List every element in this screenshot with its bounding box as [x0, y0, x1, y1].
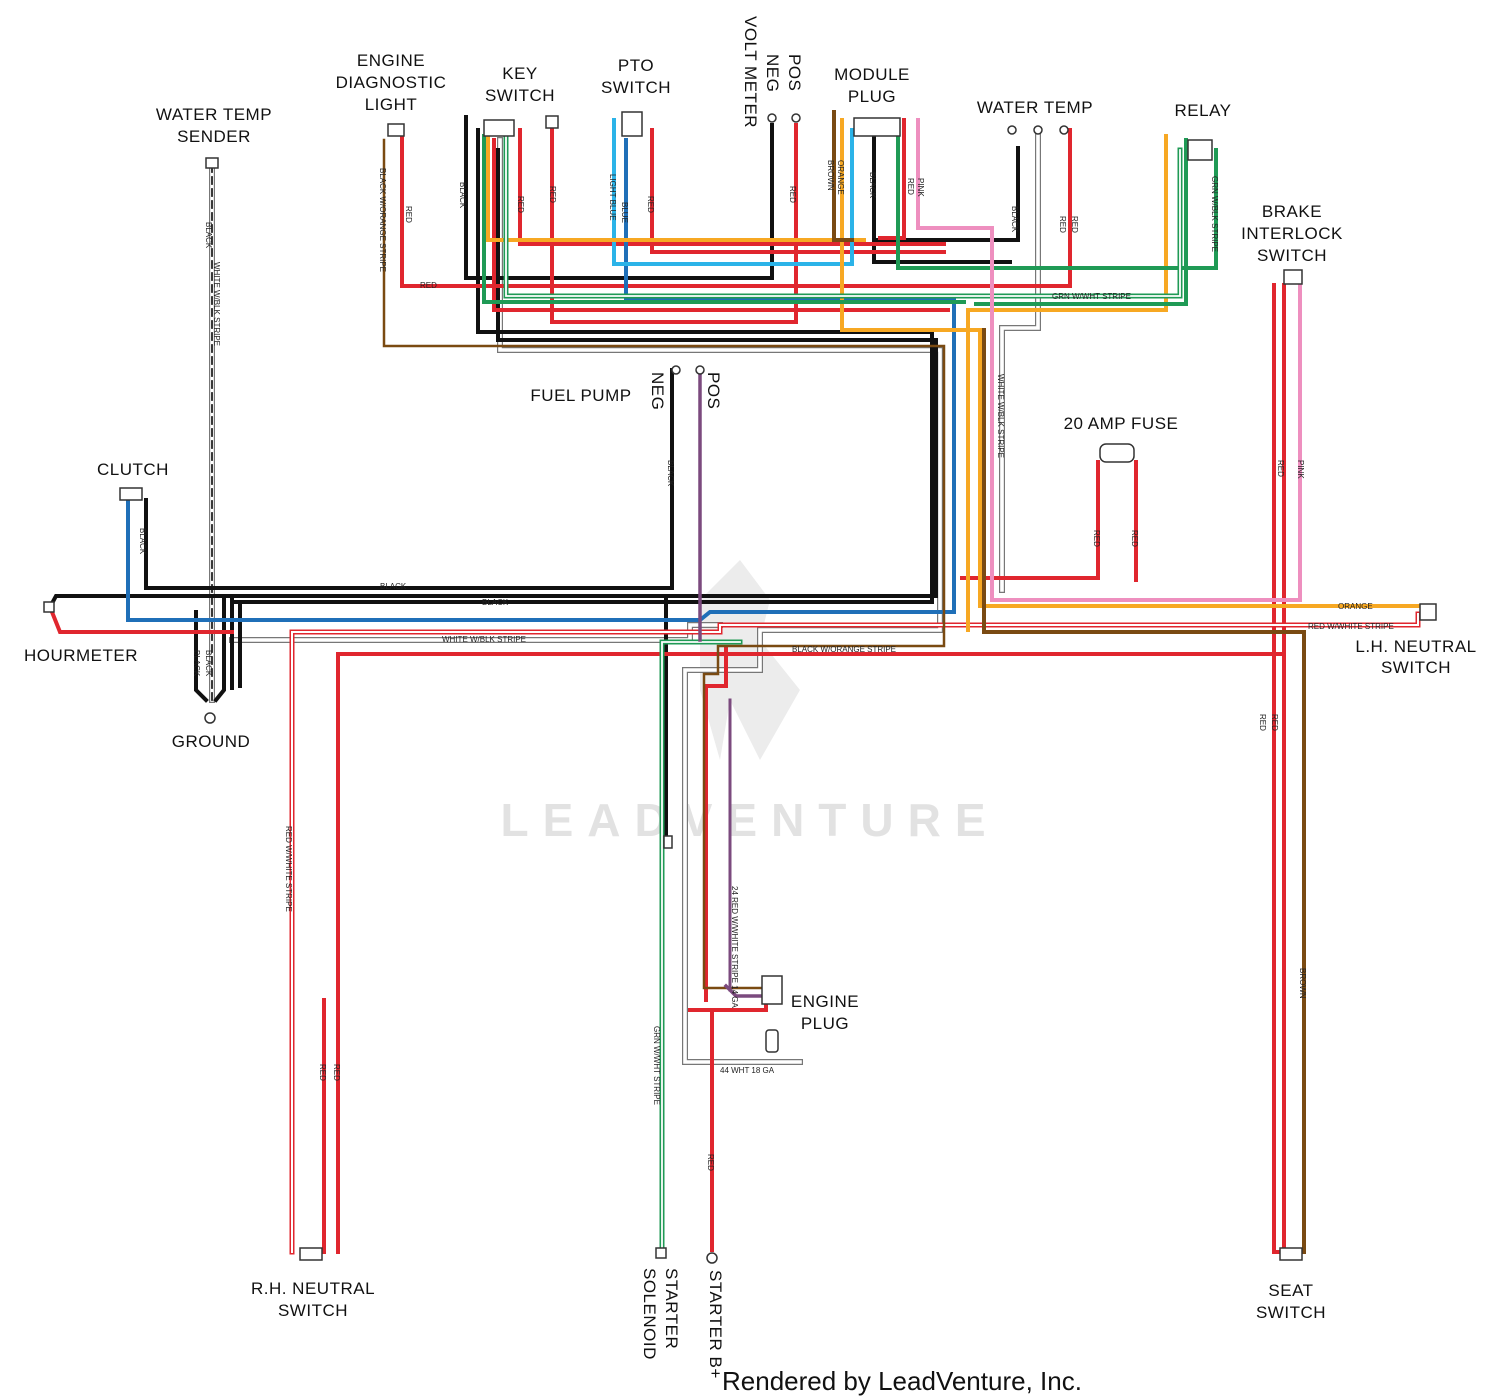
label-engine-diag-2: DIAGNOSTIC — [336, 73, 447, 92]
label-volt-meter-pos: POS — [785, 54, 804, 91]
svg-text:BLACK: BLACK — [868, 172, 877, 199]
svg-text:44 WHT 18 GA: 44 WHT 18 GA — [720, 1066, 775, 1075]
wire-labels: BLACK WHITE W/BLK STRIPE BLACK W/ORANGE … — [138, 160, 1394, 1171]
svg-text:RED: RED — [906, 178, 915, 195]
svg-text:PINK: PINK — [1296, 460, 1305, 479]
wire-green — [482, 128, 1218, 306]
svg-text:GRN W/WHT STRIPE: GRN W/WHT STRIPE — [1052, 292, 1131, 301]
svg-text:RED: RED — [788, 186, 797, 203]
label-pto-switch-2: SWITCH — [601, 78, 671, 97]
svg-text:BLACK: BLACK — [380, 582, 407, 591]
label-fuel-pump-pos: POS — [704, 372, 723, 409]
svg-text:BLACK: BLACK — [1010, 206, 1019, 233]
svg-text:RED: RED — [1276, 460, 1285, 477]
wire-red — [47, 118, 1288, 1254]
svg-text:RED W/WHITE STRIPE: RED W/WHITE STRIPE — [284, 826, 293, 912]
wire-pink — [916, 118, 1302, 602]
wire-light-blue — [612, 118, 854, 266]
svg-text:RED: RED — [516, 196, 525, 213]
svg-text:GRN W/WHT STRIPE: GRN W/WHT STRIPE — [652, 1026, 661, 1105]
label-clutch: CLUTCH — [97, 460, 169, 479]
svg-text:BLACK: BLACK — [482, 598, 509, 607]
svg-text:ORANGE: ORANGE — [836, 160, 845, 195]
wire-orange — [486, 118, 1427, 632]
connectors — [43, 111, 1437, 1264]
label-hourmeter: HOURMETER — [24, 646, 138, 665]
label-engine-plug-2: PLUG — [801, 1014, 849, 1033]
label-module-plug-1: MODULE — [834, 65, 910, 84]
label-rh-neutral-2: SWITCH — [278, 1301, 348, 1320]
svg-text:GRN W/BLK STRIPE: GRN W/BLK STRIPE — [1210, 176, 1219, 252]
label-module-plug-2: PLUG — [848, 87, 896, 106]
label-rh-neutral-1: R.H. NEUTRAL — [251, 1279, 375, 1298]
svg-text:WHITE W/BLK STRIPE: WHITE W/BLK STRIPE — [212, 262, 221, 346]
label-20-amp-fuse: 20 AMP FUSE — [1064, 414, 1179, 433]
svg-text:BLACK: BLACK — [138, 528, 147, 555]
label-starter-b: STARTER B+ — [706, 1270, 725, 1379]
svg-text:RED: RED — [1270, 714, 1279, 731]
credit-text: Rendered by LeadVenture, Inc. — [722, 1366, 1082, 1396]
svg-text:BLACK: BLACK — [204, 222, 213, 249]
svg-text:RED: RED — [548, 186, 557, 203]
watermark-text: LEADVENTURE — [500, 794, 999, 846]
label-ground: GROUND — [172, 732, 251, 751]
label-brake-3: SWITCH — [1257, 246, 1327, 265]
svg-text:RED: RED — [706, 1154, 715, 1171]
svg-text:RED: RED — [332, 1064, 341, 1081]
label-engine-plug-1: ENGINE — [791, 992, 859, 1011]
label-fuel-pump-neg: NEG — [648, 372, 667, 410]
svg-text:BLACK: BLACK — [666, 460, 675, 487]
label-engine-diag-3: LIGHT — [365, 95, 418, 114]
svg-text:RED: RED — [1258, 714, 1267, 731]
component-labels: WATER TEMP SENDER ENGINE DIAGNOSTIC LIGH… — [24, 16, 1476, 1379]
wire-brown — [832, 110, 1306, 1254]
svg-text:BROWN: BROWN — [826, 160, 835, 191]
label-water-temp-sender-1: WATER TEMP — [156, 105, 272, 124]
label-water-temp-sender-2: SENDER — [177, 127, 251, 146]
label-relay: RELAY — [1175, 101, 1232, 120]
svg-text:RED: RED — [420, 281, 437, 290]
svg-text:BLUE: BLUE — [620, 202, 629, 223]
label-engine-diag-1: ENGINE — [357, 51, 425, 70]
svg-text:RED: RED — [404, 206, 413, 223]
svg-text:RED: RED — [646, 196, 655, 213]
wire-blue — [126, 138, 956, 622]
svg-text:BLACK W/ORANGE STRIPE: BLACK W/ORANGE STRIPE — [378, 168, 387, 272]
svg-text:BLACK: BLACK — [458, 182, 467, 209]
label-starter-solenoid-2: SOLENOID — [640, 1268, 659, 1360]
svg-text:WHITE W/BLK STRIPE: WHITE W/BLK STRIPE — [442, 635, 526, 644]
label-pto-switch-1: PTO — [618, 56, 654, 75]
svg-text:BLACK: BLACK — [204, 650, 213, 677]
wire-black-orange — [382, 138, 946, 990]
label-volt-meter-neg: NEG — [763, 54, 782, 92]
svg-text:ORANGE: ORANGE — [1338, 602, 1373, 611]
svg-text:RED: RED — [1058, 216, 1067, 233]
label-key-switch-2: SWITCH — [485, 86, 555, 105]
svg-text:WHITE W/BLK STRIPE: WHITE W/BLK STRIPE — [996, 374, 1005, 458]
svg-text:RED: RED — [1070, 216, 1079, 233]
svg-text:PINK: PINK — [916, 178, 925, 197]
label-lh-neutral-1: L.H. NEUTRAL — [1355, 637, 1476, 656]
label-brake-2: INTERLOCK — [1241, 224, 1343, 243]
label-seat-switch-1: SEAT — [1268, 1281, 1313, 1300]
label-starter-solenoid-1: STARTER — [662, 1268, 681, 1349]
label-seat-switch-2: SWITCH — [1256, 1303, 1326, 1322]
label-volt-meter: VOLT METER — [741, 16, 760, 128]
svg-text:BROWN: BROWN — [1298, 968, 1307, 999]
label-water-temp: WATER TEMP — [977, 98, 1093, 117]
svg-text:BLACK W/ORANGE STRIPE: BLACK W/ORANGE STRIPE — [792, 645, 896, 654]
svg-text:RED: RED — [318, 1064, 327, 1081]
label-key-switch-1: KEY — [502, 64, 538, 83]
label-fuel-pump: FUEL PUMP — [530, 386, 631, 405]
svg-text:BLACK: BLACK — [192, 650, 201, 677]
label-lh-neutral-2: SWITCH — [1381, 658, 1451, 677]
svg-text:RED W/WHITE STRIPE: RED W/WHITE STRIPE — [1308, 622, 1394, 631]
svg-text:RED: RED — [1092, 530, 1101, 547]
svg-text:RED: RED — [1130, 530, 1139, 547]
label-brake-1: BRAKE — [1262, 202, 1322, 221]
svg-text:LIGHT BLUE: LIGHT BLUE — [608, 174, 617, 221]
svg-text:24 RED W/WHITE STRIPE 14 GA: 24 RED W/WHITE STRIPE 14 GA — [730, 886, 739, 1008]
